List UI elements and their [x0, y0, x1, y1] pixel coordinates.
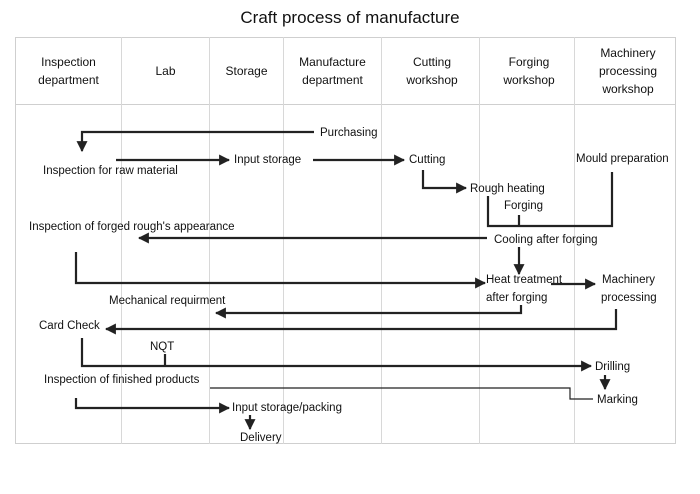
- column-divider: [209, 37, 210, 444]
- swimlane-frame: [15, 37, 676, 444]
- column-header-inspection: Inspection department: [38, 55, 99, 87]
- arrow-purchasing-to-inspection: [76, 130, 314, 153]
- column-header-lab: Lab: [155, 64, 176, 78]
- arrow-cutting-to-rough-heating: [421, 170, 468, 194]
- node-inspection-forged: Inspection of forged rough's appearance: [29, 221, 235, 233]
- column-divider: [479, 37, 480, 444]
- node-drilling: Drilling: [595, 361, 631, 373]
- node-input-storage-packing: Input storage/packing: [232, 402, 342, 414]
- arrow-heat-treatment-to-mechanical: [214, 305, 523, 319]
- line-rough-heating-to-mould: [486, 172, 614, 228]
- arrow-inspection-finished-to-input-packing: [74, 398, 231, 414]
- column-divider: [574, 37, 575, 444]
- arrow-card-check-to-drilling: [80, 338, 593, 372]
- arrow-inspection-forged-to-heat-treatment: [74, 252, 487, 289]
- column-header-manufacture: Manufacture department: [299, 55, 366, 87]
- node-forging: Forging: [504, 200, 543, 212]
- diagram-title: Craft process of manufacture: [240, 8, 460, 27]
- node-purchasing: Purchasing: [320, 127, 378, 139]
- node-card-check: Card Check: [39, 320, 100, 332]
- header-divider: [15, 104, 676, 105]
- node-cutting: Cutting: [409, 154, 446, 166]
- node-rough-heating: Rough heating: [470, 183, 545, 195]
- column-header-forging: Forging workshop: [503, 55, 555, 87]
- node-nqt: NQT: [150, 341, 175, 353]
- column-header-machinery: Machinery processing workshop: [598, 46, 658, 96]
- node-heat-treatment: Heat treatment: [486, 274, 563, 286]
- column-header-storage: Storage: [225, 64, 268, 78]
- node-heat-treatment-line2: after forging: [486, 292, 548, 304]
- node-inspection-raw-material: Inspection for raw material: [43, 165, 178, 177]
- node-delivery: Delivery: [240, 432, 282, 444]
- node-machinery-processing-line2: processing: [601, 292, 657, 304]
- node-machinery-processing: Machinery: [602, 274, 656, 286]
- node-cooling-after-forging: Cooling after forging: [494, 234, 598, 246]
- column-divider: [381, 37, 382, 444]
- node-inspection-finished: Inspection of finished products: [44, 374, 200, 386]
- line-finished-to-marking: [210, 387, 593, 400]
- node-input-storage: Input storage: [234, 154, 302, 166]
- column-divider: [121, 37, 122, 444]
- column-header-cutting: Cutting workshop: [406, 55, 458, 87]
- column-divider: [283, 37, 284, 444]
- node-marking: Marking: [597, 394, 638, 406]
- node-mechanical-requirment: Mechanical requirment: [109, 295, 226, 307]
- arrow-machinery-to-card-check: [104, 309, 618, 335]
- node-mould-preparation: Mould preparation: [576, 153, 669, 165]
